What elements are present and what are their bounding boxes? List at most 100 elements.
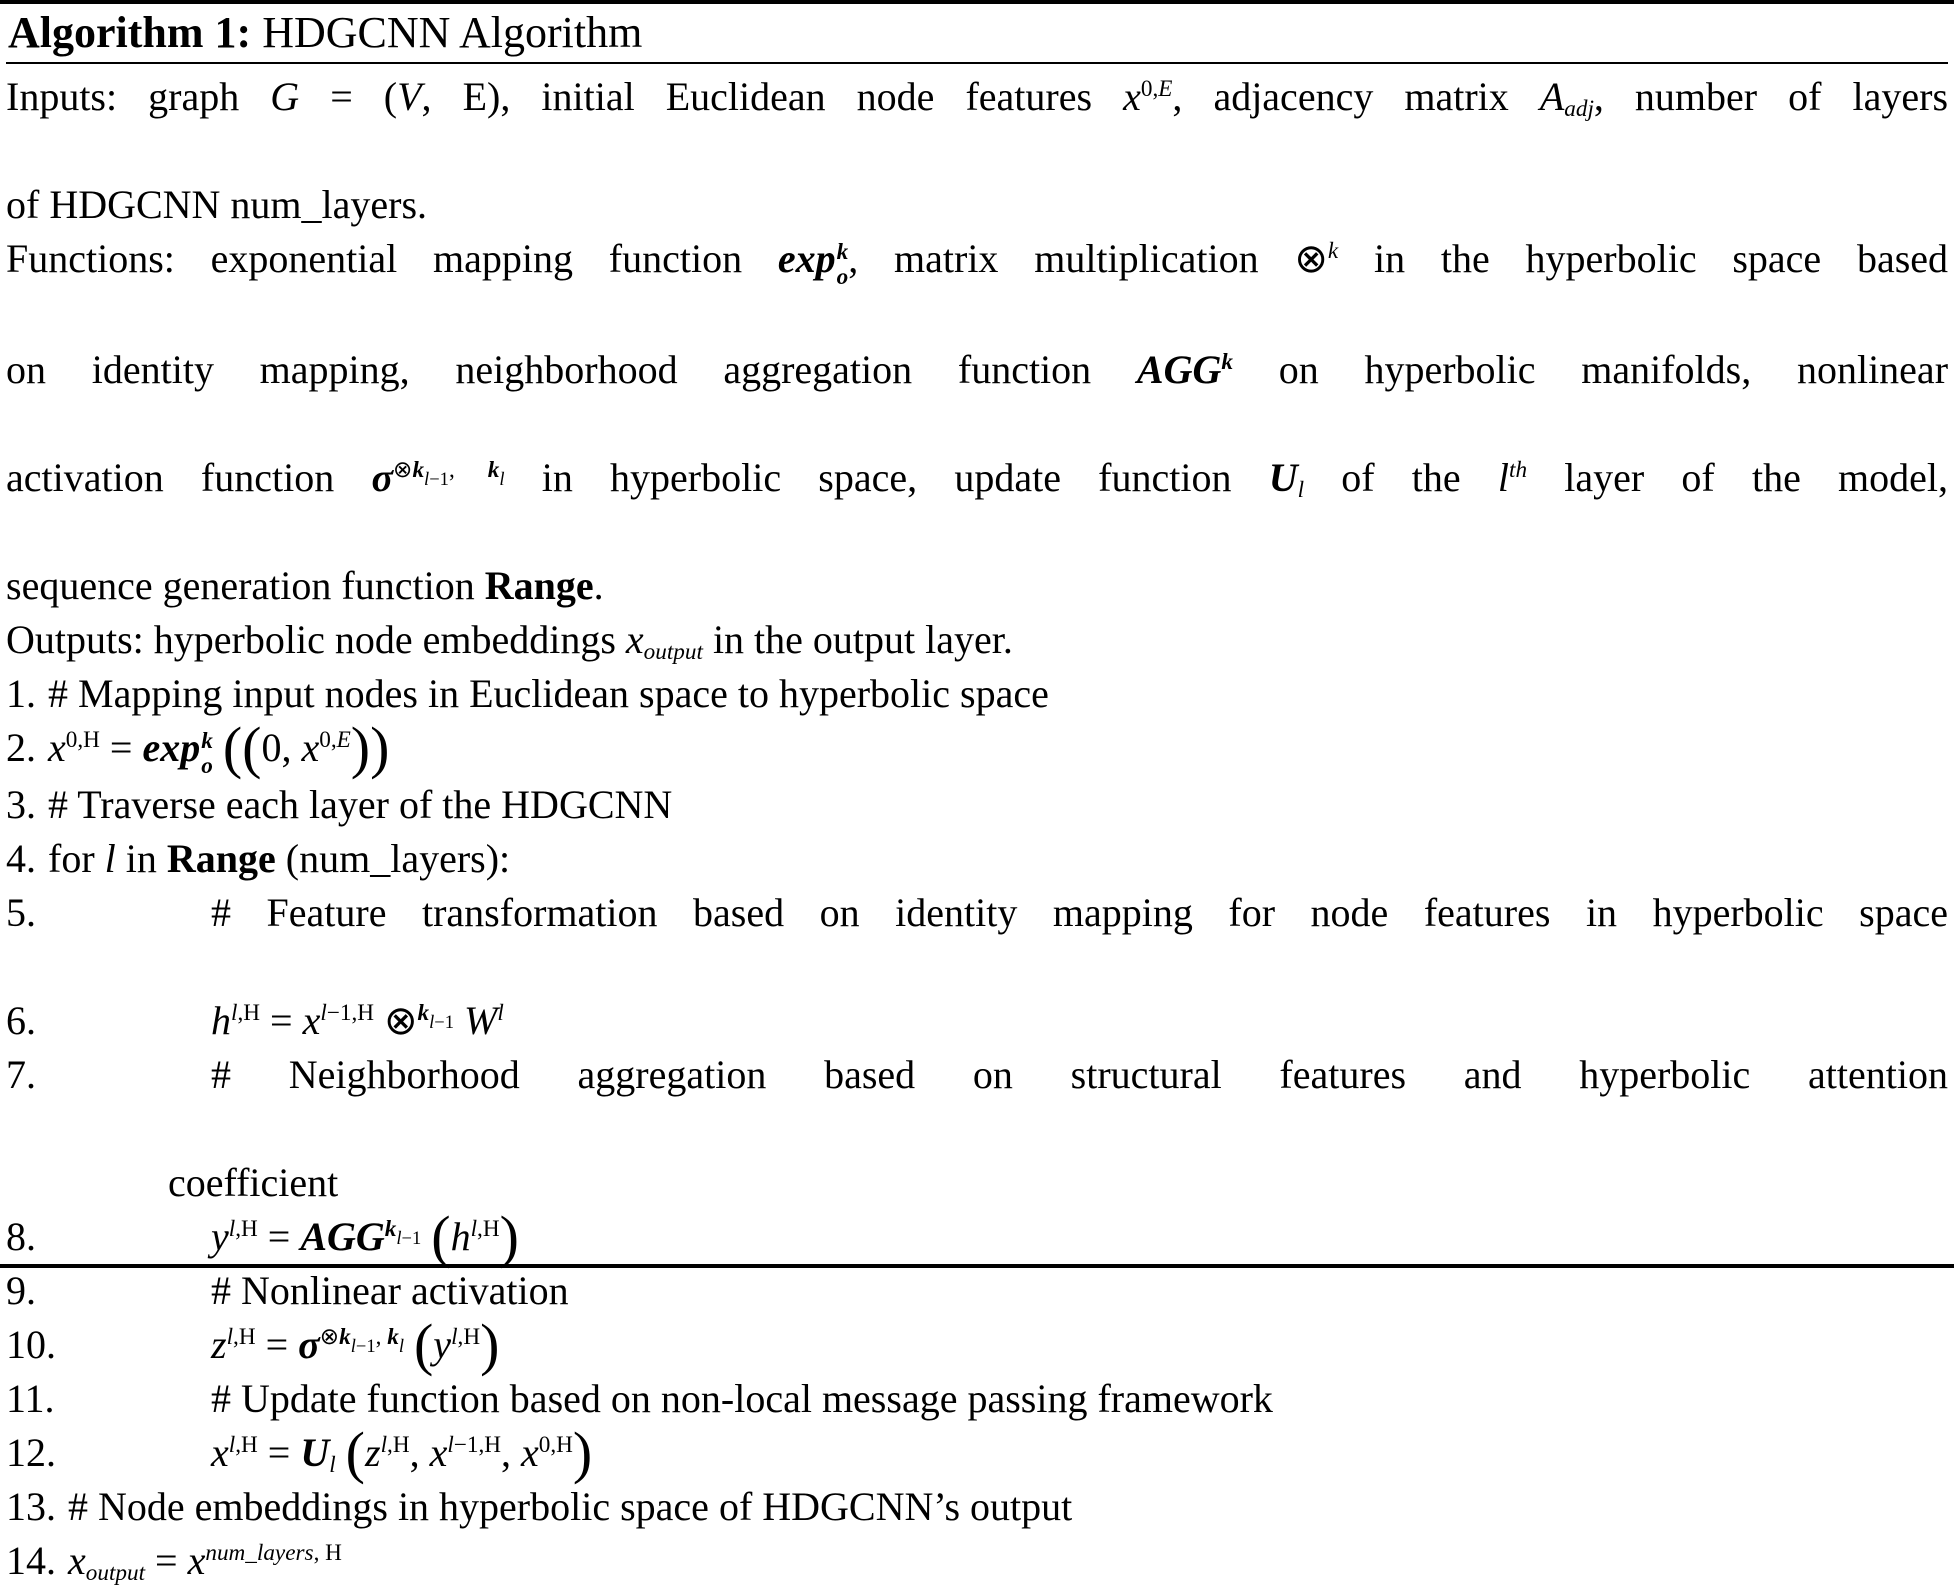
text-segment: # Neighborhood aggregation based on stru… — [211, 1051, 1948, 1097]
text-segment: k — [339, 1324, 351, 1350]
text-segment: x — [521, 1429, 539, 1475]
text-segment: −1 — [434, 1011, 454, 1033]
algo-line-8: 8.yl,H = AGGkl−1 (hl,H) — [6, 1207, 1948, 1265]
text-segment: , — [501, 1429, 522, 1475]
bottom-rule — [0, 1264, 1954, 1268]
text-segment: x — [625, 616, 644, 662]
text-segment: −1 — [429, 468, 449, 490]
algo-line-14: 14.xoutput = xnum_layers, H — [6, 1534, 1948, 1588]
line-number: 2. — [6, 724, 36, 770]
line-content: Outputs: hyperbolic node embeddings xout… — [6, 613, 1948, 667]
text-segment: k — [412, 457, 425, 484]
text-segment: num_layers — [205, 1540, 314, 1566]
text-segment: l — [429, 1011, 435, 1033]
subscript: l−1 — [396, 1228, 421, 1249]
line-content: # Traverse each layer of the HDGCNN — [48, 782, 672, 827]
text-segment: coefficient — [168, 1159, 339, 1205]
text-segment — [454, 998, 464, 1043]
superscript: k — [1221, 349, 1233, 375]
text-segment: ,H — [477, 1216, 500, 1242]
text-segment: l — [228, 1216, 236, 1242]
text-segment: k — [387, 1324, 399, 1350]
line-content: Functions: exponential mapping function … — [6, 232, 1948, 343]
superscript: 0,H — [539, 1432, 573, 1458]
superscript: ⊗kl−1, kl — [393, 457, 504, 488]
superscript: 0,H — [66, 727, 100, 753]
text-segment: # Mapping input nodes in Euclidean space… — [48, 670, 1049, 716]
text-segment: = ( — [299, 74, 398, 119]
algo-line-13: 13.# Node embeddings in hyperbolic space… — [6, 1480, 1948, 1534]
subscript: l−1 — [429, 1012, 454, 1033]
text-segment: ,H — [233, 1324, 256, 1350]
text-segment: on identity mapping, neighborhood aggreg… — [6, 346, 1137, 392]
text-segment: y — [211, 1213, 229, 1259]
text-segment: Inputs: graph — [6, 74, 271, 119]
superscript: th — [1509, 457, 1527, 483]
text-segment: AGG — [1136, 346, 1222, 392]
text-segment: = — [257, 1213, 301, 1259]
algo-line-12: 12.xl,H = Ul (zl,H, xl−1,H, x0,H) — [6, 1423, 1948, 1481]
text-segment: (( — [222, 714, 262, 780]
line-content: on identity mapping, neighborhood aggreg… — [6, 343, 1948, 451]
algo-line-10: 10.zl,H = σ⊗kl−1, kl (yl,H) — [6, 1315, 1948, 1373]
text-segment: # Node embeddings in hyperbolic space of… — [68, 1483, 1073, 1529]
line-number: 14. — [6, 1537, 56, 1583]
superscript: num_layers, H — [205, 1540, 342, 1566]
algo-line: Functions: exponential mapping function … — [6, 232, 1948, 343]
text-segment: l — [104, 835, 116, 881]
text-segment: ,H — [235, 1432, 258, 1458]
text-segment: z — [211, 1321, 227, 1367]
line-number: 5. — [6, 889, 36, 935]
text-segment: k — [1327, 238, 1339, 265]
algorithm-title-text: HDGCNN Algorithm — [251, 8, 643, 57]
text-segment: ) — [480, 1311, 500, 1377]
superscript: l,H — [229, 1216, 258, 1242]
text-segment: o — [836, 263, 849, 290]
text-segment: k — [836, 239, 849, 266]
subscript: l — [399, 1336, 404, 1357]
line-content: of HDGCNN num_layers. — [6, 178, 1948, 232]
line-content: for l in Range (num_layers): — [48, 836, 510, 881]
line-number: 12. — [6, 1429, 56, 1475]
text-segment: k — [487, 457, 500, 484]
text-segment: 0,H — [538, 1432, 573, 1458]
algo-line: coefficient — [6, 1156, 1948, 1210]
text-segment: # Feature transformation based on identi… — [211, 889, 1948, 935]
text-segment: output — [85, 1560, 146, 1587]
text-segment: U — [300, 1429, 330, 1475]
line-content: # Mapping input nodes in Euclidean space… — [48, 671, 1049, 716]
superscript: l−1,H — [447, 1432, 501, 1458]
text-segment: −1 — [401, 1227, 422, 1249]
line-number: 7. — [6, 1051, 36, 1097]
line-content: # Node embeddings in hyperbolic space of… — [68, 1484, 1072, 1529]
line-number: 11. — [6, 1375, 55, 1421]
text-segment: adj — [1564, 96, 1594, 123]
text-segment: in the hyperbolic space based — [1338, 236, 1949, 281]
subscript: l−1 — [424, 469, 449, 490]
text-segment: l — [424, 468, 430, 490]
text-segment: h — [211, 997, 231, 1043]
text-segment: for — [48, 835, 105, 881]
superscript: l,H — [381, 1432, 410, 1458]
text-segment: U — [1268, 454, 1298, 500]
text-segment: 0,H — [65, 727, 100, 754]
text-segment — [336, 1430, 346, 1475]
text-segment: = — [257, 1429, 301, 1475]
text-segment: . — [593, 562, 604, 608]
subscript: output — [86, 1560, 145, 1586]
text-segment: ( — [431, 1203, 451, 1269]
text-segment: = — [145, 1537, 188, 1583]
text-segment: AGG — [300, 1213, 385, 1259]
text-segment: −1 — [355, 1335, 376, 1357]
superscript: l−1,H — [320, 1000, 374, 1026]
text-segment: in the output layer. — [702, 616, 1013, 662]
text-segment: x — [48, 724, 66, 770]
text-segment: l — [320, 1000, 327, 1026]
line-content: xl,H = Ul (zl,H, xl−1,H, x0,H) — [211, 1423, 1948, 1481]
line-number: 6. — [6, 997, 36, 1043]
subscript: l — [1298, 477, 1304, 503]
text-segment: Range — [484, 562, 594, 608]
algo-line-9: 9.# Nonlinear activation — [6, 1264, 1948, 1318]
